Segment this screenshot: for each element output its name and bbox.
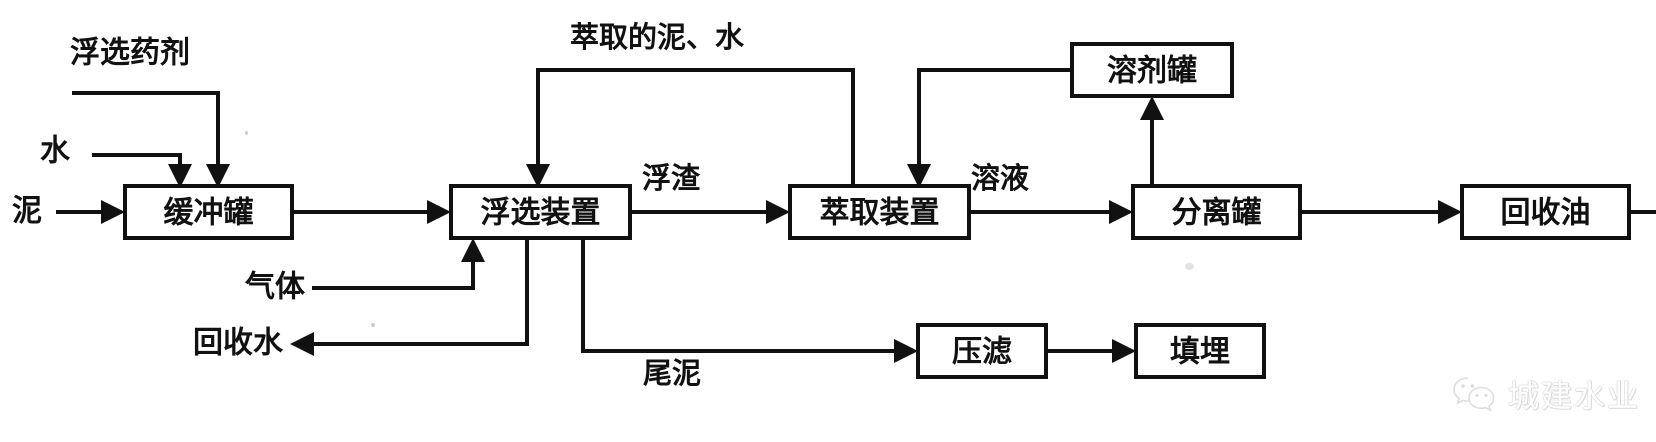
scan-speck (245, 131, 248, 135)
node-landfill-label: 填埋 (1170, 335, 1230, 370)
edge-extraction-recycle-to-flotation (536, 68, 855, 186)
node-solvent-tank-box[interactable] (1070, 42, 1234, 98)
scan-speck (371, 323, 375, 327)
edge-gas-to-flotation (312, 254, 475, 290)
input-label-flotation-agent: 浮选药剂 (70, 36, 190, 71)
node-solvent-tank-label: 溶剂罐 (1107, 54, 1197, 89)
edge-flotation-to-recovered-water (306, 238, 529, 346)
arrowhead-sludge (101, 200, 125, 224)
input-label-gas: 气体 (245, 270, 306, 305)
edge-label-extracted-mud-water: 萃取的泥、水 (570, 20, 745, 54)
output-label-recovered-water: 回收水 (193, 326, 284, 361)
node-separator-tank[interactable]: 分离罐 (1131, 184, 1302, 240)
edge-water-to-buffer (92, 153, 182, 172)
input-label-sludge: 泥 (12, 194, 42, 229)
edge-flotation-to-filter-press (581, 238, 902, 353)
node-flotation-unit[interactable]: 浮选装置 (449, 184, 632, 240)
edge-label-tail-mud: 尾泥 (643, 356, 701, 390)
node-recovered-oil-label: 回收油 (1501, 196, 1591, 231)
node-separator-tank-box[interactable] (1131, 184, 1302, 240)
arrowhead-gas-to-flotation (461, 238, 485, 262)
arrowhead-filter-to-landfill (1112, 339, 1136, 363)
node-buffer-tank-box[interactable] (123, 184, 294, 240)
node-extraction-unit-label: 萃取装置 (820, 196, 940, 231)
node-filter-press-box[interactable] (916, 323, 1048, 379)
node-flotation-unit-label: 浮选装置 (481, 196, 601, 231)
node-recovered-oil-box[interactable] (1460, 184, 1631, 240)
arrowhead-tail-mud-to-filter (894, 339, 918, 363)
scan-speck (1185, 263, 1194, 270)
node-extraction-unit-box[interactable] (788, 184, 971, 240)
node-landfill-box[interactable] (1134, 323, 1266, 379)
input-label-water: 水 (40, 134, 71, 169)
label-layer: 浮选药剂 水 泥 气体 回收水 萃取的泥、水 浮渣 溶液 尾泥 (12, 20, 1029, 390)
node-solvent-tank[interactable]: 溶剂罐 (1070, 42, 1234, 98)
node-extraction-unit[interactable]: 萃取装置 (788, 184, 971, 240)
arrowhead-separator-to-solvent (1140, 96, 1164, 120)
arrowhead-water (168, 164, 192, 188)
arrowhead-solvent-to-extraction (907, 164, 931, 188)
node-separator-tank-label: 分离罐 (1172, 196, 1262, 231)
arrowhead-extraction-to-separator (1109, 200, 1133, 224)
edge-solvent-tank-to-extraction (917, 68, 1072, 172)
arrowhead-flotation-to-extraction (766, 200, 790, 224)
arrowhead-extraction-recycle (526, 164, 550, 188)
arrowhead-buffer-to-flotation (427, 200, 451, 224)
edge-flotation-agent-to-buffer (72, 91, 220, 172)
node-filter-press[interactable]: 压滤 (916, 323, 1048, 379)
edge-label-solution: 溶液 (971, 161, 1029, 195)
node-filter-press-label: 压滤 (952, 335, 1012, 370)
connector-layer (56, 68, 1656, 363)
arrowhead-separator-to-oil (1438, 200, 1462, 224)
node-layer: 缓冲罐 浮选装置 萃取装置 分离罐 回收油 溶剂罐 (123, 42, 1631, 379)
node-landfill[interactable]: 填埋 (1134, 323, 1266, 379)
edge-label-float-scum: 浮渣 (642, 161, 701, 195)
node-recovered-oil[interactable]: 回收油 (1460, 184, 1631, 240)
node-buffer-tank-label: 缓冲罐 (164, 196, 254, 231)
arrowhead-recovered-water (290, 332, 314, 356)
node-flotation-unit-box[interactable] (449, 184, 632, 240)
node-buffer-tank[interactable]: 缓冲罐 (123, 184, 294, 240)
arrowhead-flotation-agent (206, 164, 230, 188)
